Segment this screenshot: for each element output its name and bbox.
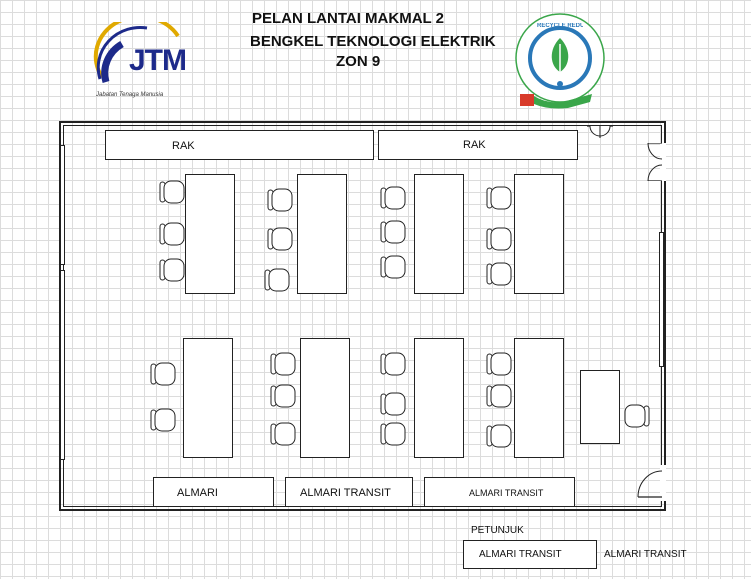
recycle-emblem-graphic	[515, 13, 605, 109]
table	[414, 174, 464, 294]
table	[414, 338, 464, 458]
sink-icon	[587, 125, 613, 143]
door-bottom-right	[636, 465, 666, 501]
rak-shelf-right-label: RAK	[463, 139, 486, 151]
chair	[486, 262, 512, 286]
title-line-3: ZON 9	[336, 53, 381, 70]
title-line-2: BENGKEL TEKNOLOGI ELEKTRIK	[250, 33, 496, 50]
almari-transit-cabinet-label: ALMARI TRANSIT	[469, 488, 544, 498]
chair	[270, 384, 296, 408]
table	[514, 338, 564, 458]
title-line-1: PELAN LANTAI MAKMAL 2	[252, 10, 444, 27]
jtm-logo-mark	[93, 22, 180, 83]
chair	[486, 186, 512, 210]
recycle-emblem: RECYCLE REDUCE REUSE	[510, 10, 610, 112]
legend-description: ALMARI TRANSIT	[604, 549, 687, 560]
chair	[486, 352, 512, 376]
door-top-right	[644, 143, 666, 181]
chair	[150, 408, 176, 432]
rak-shelf-right	[378, 130, 578, 160]
chair	[264, 268, 290, 292]
chair	[159, 180, 185, 204]
rak-shelf-left-label: RAK	[172, 140, 195, 152]
chair	[624, 404, 650, 428]
legend-heading: PETUNJUK	[471, 525, 524, 536]
table	[185, 174, 235, 294]
almari-cabinet	[153, 477, 274, 507]
chair	[267, 188, 293, 212]
window-left-1	[60, 145, 65, 265]
legend-box	[463, 540, 597, 569]
almari-cabinet-label: ALMARI	[177, 487, 218, 499]
room-inner-wall	[63, 125, 662, 507]
legend-box-label: ALMARI TRANSIT	[479, 549, 562, 560]
chair	[270, 422, 296, 446]
chair	[270, 352, 296, 376]
chair	[159, 258, 185, 282]
chair	[380, 186, 406, 210]
teacher-desk	[580, 370, 620, 444]
table	[514, 174, 564, 294]
almari-transit-cabinet	[424, 477, 575, 507]
chair	[380, 422, 406, 446]
recycle-emblem-text: RECYCLE REDUCE REUSE	[537, 23, 583, 29]
jtm-logo: JTM Jabatan Tenaga Manusia	[92, 22, 202, 104]
jtm-logo-subtitle: Jabatan Tenaga Manusia	[96, 92, 164, 98]
chair	[486, 227, 512, 251]
chair	[380, 255, 406, 279]
chair	[486, 384, 512, 408]
jtm-logo-text: JTM	[129, 44, 187, 77]
almari-transit-cabinet-label: ALMARI TRANSIT	[300, 487, 391, 499]
chair	[267, 227, 293, 251]
table	[300, 338, 350, 458]
table	[183, 338, 233, 458]
chair	[486, 424, 512, 448]
chair	[159, 222, 185, 246]
almari-transit-cabinet	[285, 477, 413, 507]
chair	[150, 362, 176, 386]
rak-shelf-left	[105, 130, 374, 160]
window-left-2	[60, 270, 65, 460]
chair	[380, 352, 406, 376]
chair	[380, 220, 406, 244]
window-right	[659, 232, 664, 367]
chair	[380, 392, 406, 416]
table	[297, 174, 347, 294]
